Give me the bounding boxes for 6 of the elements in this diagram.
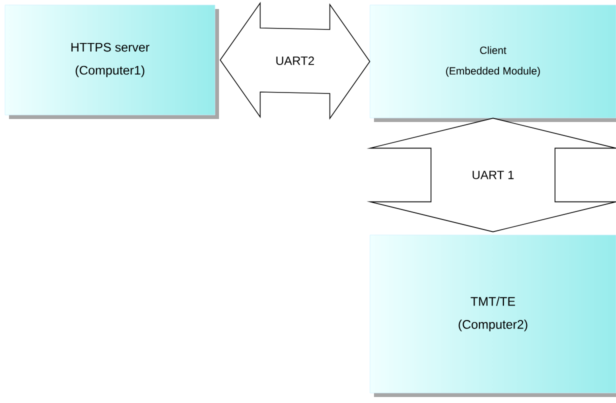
double-arrow <box>366 118 616 232</box>
process-box: Client (Embedded Module) <box>370 4 616 122</box>
double-arrow <box>220 2 370 120</box>
edge-label: UART2 <box>274 56 316 66</box>
process-box: TMT/TE (Computer2) <box>370 234 616 397</box>
process-box: HTTPS server (Computer1) <box>4 4 219 119</box>
